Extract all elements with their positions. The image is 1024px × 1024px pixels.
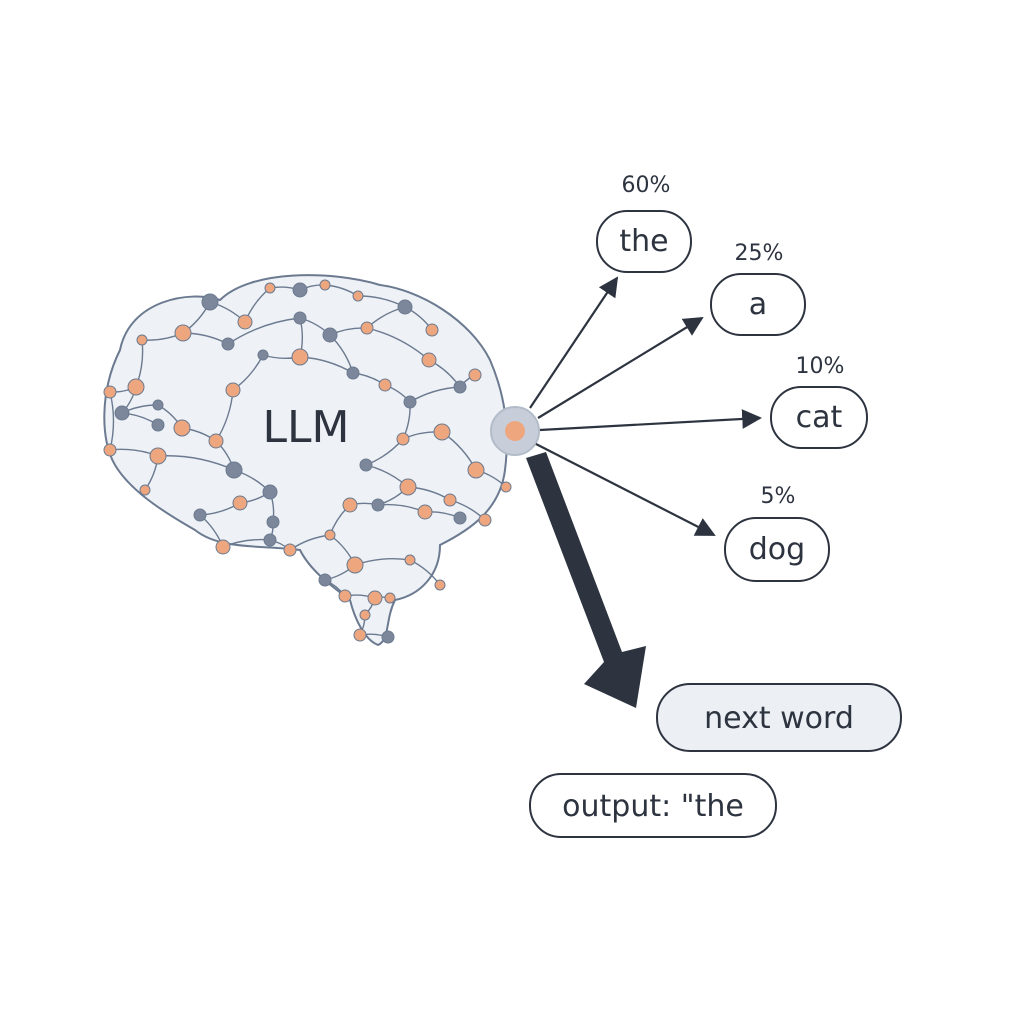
neural-node [478, 513, 492, 527]
neural-node [353, 628, 367, 642]
output-label: output: "the [562, 789, 744, 824]
neural-node [359, 609, 371, 621]
neural-node [378, 378, 392, 392]
candidate-percent: 25% [735, 241, 784, 266]
candidate-cat: 10% cat [770, 354, 868, 449]
neural-node [114, 405, 130, 421]
candidate-a: 25% a [710, 241, 806, 336]
brain-network: LLM [103, 274, 512, 647]
candidate-percent: 60% [622, 173, 671, 198]
neural-node [215, 539, 231, 555]
neural-node [149, 447, 167, 465]
neural-node [225, 382, 241, 398]
neural-node [232, 495, 248, 511]
neural-node [291, 348, 309, 366]
neural-node [103, 443, 117, 457]
neural-node [103, 385, 117, 399]
neural-node [371, 498, 385, 512]
neural-node [257, 349, 269, 361]
neural-node [283, 543, 297, 557]
neural-node [127, 378, 145, 396]
arrow-to-a [537, 316, 704, 419]
neural-node [453, 511, 467, 525]
arrow-to-cat [539, 409, 762, 432]
candidate-the: 60% the [596, 173, 692, 273]
output-hub-core [505, 421, 525, 441]
neural-node [324, 529, 336, 541]
neural-node [152, 399, 164, 411]
neural-node [201, 293, 219, 311]
neural-node [263, 533, 277, 547]
neural-node [208, 433, 224, 449]
brain-label: LLM [263, 402, 350, 453]
neural-node [468, 368, 482, 382]
neural-node [417, 504, 433, 520]
arrow-to-dog [535, 443, 716, 536]
neural-node [193, 508, 207, 522]
neural-node [266, 515, 280, 529]
candidate-word: dog [749, 532, 805, 567]
output-pill: output: "the [529, 773, 777, 838]
neural-node [500, 481, 512, 493]
neural-node [342, 497, 358, 513]
neural-node [403, 395, 417, 409]
candidate-percent: 5% [761, 484, 796, 509]
neural-node [443, 493, 457, 507]
neural-node [404, 554, 416, 566]
neural-node [262, 484, 278, 500]
candidate-word: the [619, 224, 668, 259]
neural-node [292, 282, 308, 298]
neural-node [293, 311, 307, 325]
neural-node [453, 380, 467, 394]
neural-node [467, 461, 485, 479]
neural-node [396, 432, 410, 446]
neural-node [425, 323, 439, 337]
neural-node [173, 419, 191, 437]
neural-node [433, 423, 451, 441]
neural-node [174, 324, 192, 342]
neural-node [237, 314, 253, 330]
neural-node [264, 282, 276, 294]
neural-node [399, 478, 417, 496]
neural-node [360, 321, 374, 335]
neural-node [139, 484, 151, 496]
next-word-label: next word [704, 701, 854, 736]
candidate-word: cat [796, 400, 843, 435]
neural-node [381, 630, 395, 644]
neural-node [384, 592, 396, 604]
candidate-percent: 10% [796, 354, 845, 379]
neural-node [338, 589, 352, 603]
neural-node [397, 299, 413, 315]
brain-outline [103, 274, 508, 647]
next-word-pill: next word [656, 683, 902, 752]
neural-node [434, 579, 446, 591]
neural-node [367, 590, 383, 606]
arrow-to-the [529, 276, 619, 409]
neural-node [346, 366, 360, 380]
neural-node [318, 573, 332, 587]
neural-node [319, 279, 331, 291]
neural-node [359, 458, 373, 472]
neural-node [136, 334, 148, 346]
neural-node [421, 352, 437, 368]
neural-node [151, 418, 165, 432]
neural-nodes [103, 279, 512, 644]
neural-node [346, 556, 364, 574]
neural-node [221, 337, 235, 351]
selection-arrow [526, 452, 646, 708]
neural-node [322, 327, 338, 343]
neural-node [225, 461, 243, 479]
candidate-word: a [749, 287, 767, 322]
neural-node [352, 290, 364, 302]
neural-connection [227, 317, 301, 345]
candidate-dog: 5% dog [724, 484, 830, 582]
